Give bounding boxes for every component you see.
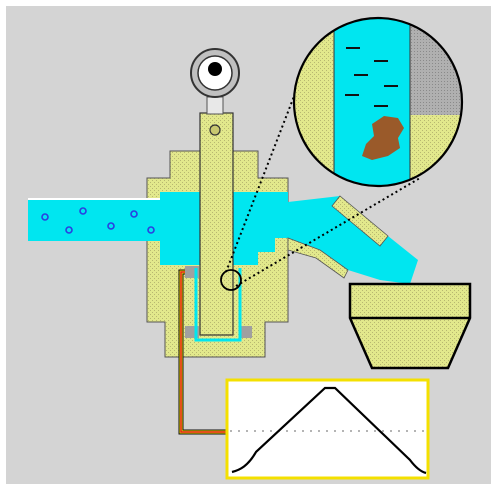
particle — [79, 207, 87, 215]
actuator-stem — [206, 96, 224, 115]
particles — [41, 207, 155, 234]
magnifier-leader-lines — [225, 85, 421, 287]
signal-plot — [225, 378, 430, 480]
particle — [147, 226, 155, 234]
deposit — [362, 116, 404, 160]
particle — [41, 213, 49, 221]
actuator-disc — [190, 48, 240, 98]
particle — [130, 210, 138, 218]
electrode-right — [240, 326, 252, 338]
signal-curve — [231, 386, 427, 475]
collector-cup — [348, 282, 472, 370]
particle — [107, 222, 115, 230]
flow-marks — [345, 47, 398, 107]
particle — [65, 226, 73, 234]
outlet-channel — [287, 195, 418, 284]
probe-rod — [194, 112, 242, 342]
inlet-channel — [28, 198, 168, 241]
sensor-wire — [178, 269, 228, 435]
focus-circle — [220, 269, 242, 291]
